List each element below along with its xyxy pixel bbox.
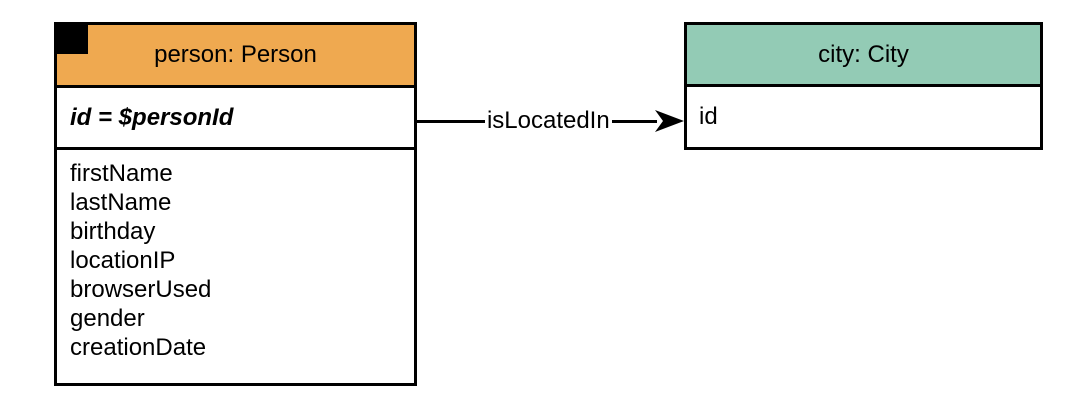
relationship-edge[interactable]: isLocatedIn (417, 104, 684, 138)
attribute-item: gender (70, 305, 145, 332)
edge-line-right (611, 119, 657, 123)
entity-person-key-row: id = $personId (57, 88, 414, 150)
corner-marker-icon (54, 22, 88, 54)
entity-city-header: city: City (687, 25, 1040, 87)
arrowhead-icon (655, 110, 684, 132)
attribute-item: locationIP (70, 247, 176, 274)
attribute-item: lastName (70, 189, 172, 216)
attribute-item: firstName (70, 160, 173, 187)
entity-person-attributes: firstName lastName birthday locationIP b… (57, 150, 414, 371)
entity-city-title: city: City (818, 40, 909, 68)
relationship-label[interactable]: isLocatedIn (486, 107, 610, 134)
entity-person[interactable]: person: Person id = $personId firstName … (54, 22, 417, 386)
attribute-item: creationDate (70, 334, 207, 361)
attribute-item: id (699, 103, 718, 130)
entity-person-header: person: Person (57, 25, 414, 88)
entity-person-title: person: Person (154, 41, 317, 68)
attribute-item: browserUsed (70, 276, 212, 303)
entity-city-body: id (687, 87, 1040, 147)
edge-line-left (417, 119, 485, 123)
entity-person-key: id = $personId (70, 103, 234, 131)
attribute-item: birthday (70, 218, 156, 245)
entity-city[interactable]: city: City id (684, 22, 1043, 150)
